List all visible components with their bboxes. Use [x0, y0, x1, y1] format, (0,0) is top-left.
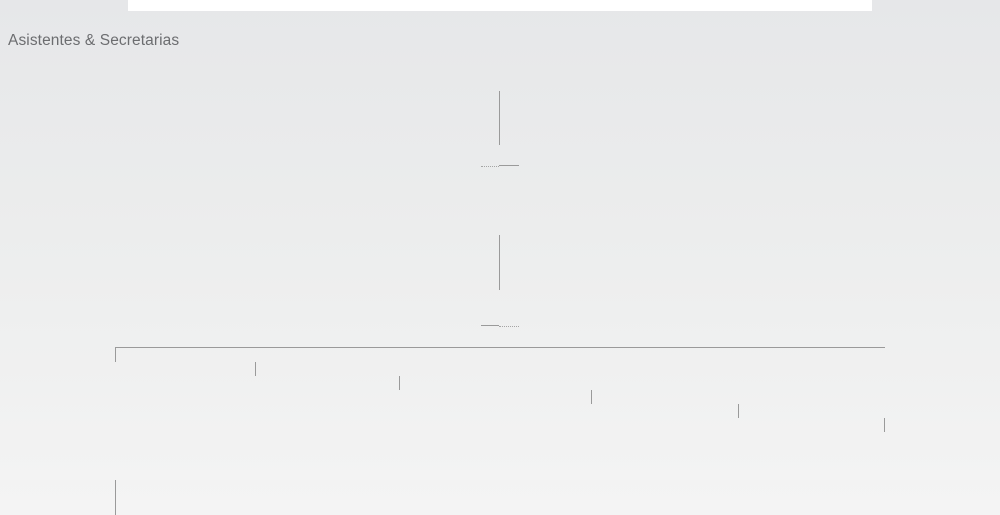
connector-presidente-to-pa-dotted: [481, 166, 499, 167]
connector-dg-to-pa-dotted: [499, 326, 519, 327]
connector-presidente-trunk: [499, 91, 500, 145]
connector-directors-bus: [115, 347, 885, 348]
page-title: Asistentes & Secretarias: [8, 32, 180, 49]
connector-drop-comercial: [255, 362, 256, 376]
connector-drop-tecnico: [399, 376, 400, 390]
connector-marketing-stem: [115, 480, 116, 515]
connector-drop-rrhh: [738, 404, 739, 418]
connector-drop-juridico: [884, 418, 885, 432]
connector-dg-to-sec-dg: [481, 325, 499, 326]
connector-drop-marketing: [115, 348, 116, 362]
connector-drop-financiero: [591, 390, 592, 404]
header-white-strip: [128, 0, 872, 11]
connector-dg-trunk: [499, 235, 500, 290]
connector-presidente-to-sec-presidencia: [499, 165, 519, 166]
